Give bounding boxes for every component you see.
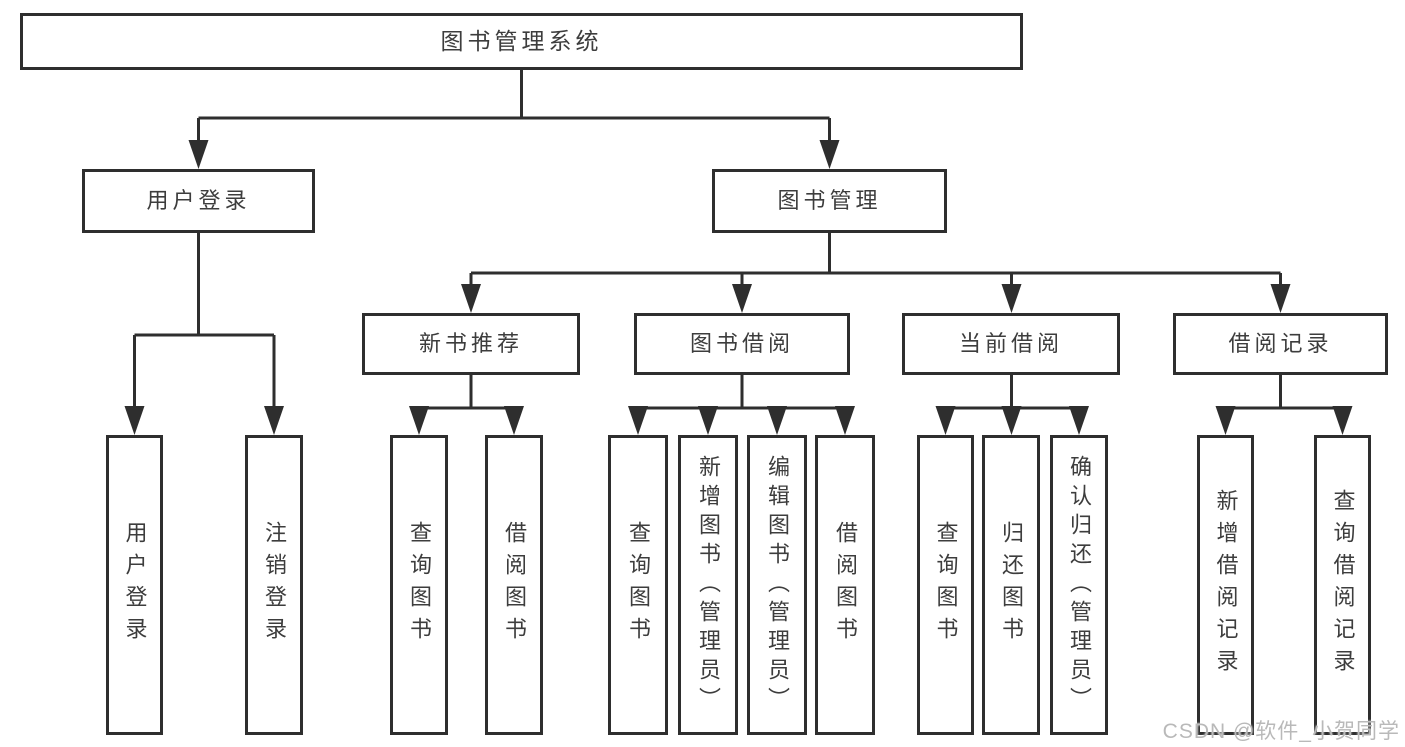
node-nbr-borrow-books: 借阅图书 xyxy=(485,435,543,735)
node-current-borrow: 当前借阅 xyxy=(902,313,1120,375)
node-cb-return-books: 归还图书 xyxy=(982,435,1040,735)
node-cb-query-books: 查询图书 xyxy=(917,435,974,735)
csdn-watermark: CSDN @软件_小贺同学 xyxy=(1162,720,1400,743)
node-root: 图书管理系统 xyxy=(20,13,1023,70)
arrowheads xyxy=(124,140,1353,435)
node-book-mgmt: 图书管理 xyxy=(712,169,947,233)
node-bb-query-books: 查询图书 xyxy=(608,435,668,735)
node-new-book-rec: 新书推荐 xyxy=(362,313,580,375)
node-br-add-record: 新增借阅记录 xyxy=(1197,435,1254,735)
node-nbr-query-books: 查询图书 xyxy=(390,435,448,735)
node-br-query-record: 查询借阅记录 xyxy=(1314,435,1371,735)
node-user-login: 用户登录 xyxy=(82,169,315,233)
node-cb-confirm-return-admin: 确认归还（管理员） xyxy=(1050,435,1108,735)
node-bb-edit-books-admin: 编辑图书（管理员） xyxy=(747,435,807,735)
node-book-borrow: 图书借阅 xyxy=(634,313,850,375)
node-borrow-records: 借阅记录 xyxy=(1173,313,1388,375)
node-bb-add-books-admin: 新增图书（管理员） xyxy=(678,435,738,735)
node-login-leaf: 用户登录 xyxy=(106,435,163,735)
node-logout-leaf: 注销登录 xyxy=(245,435,303,735)
node-bb-borrow-books: 借阅图书 xyxy=(815,435,875,735)
